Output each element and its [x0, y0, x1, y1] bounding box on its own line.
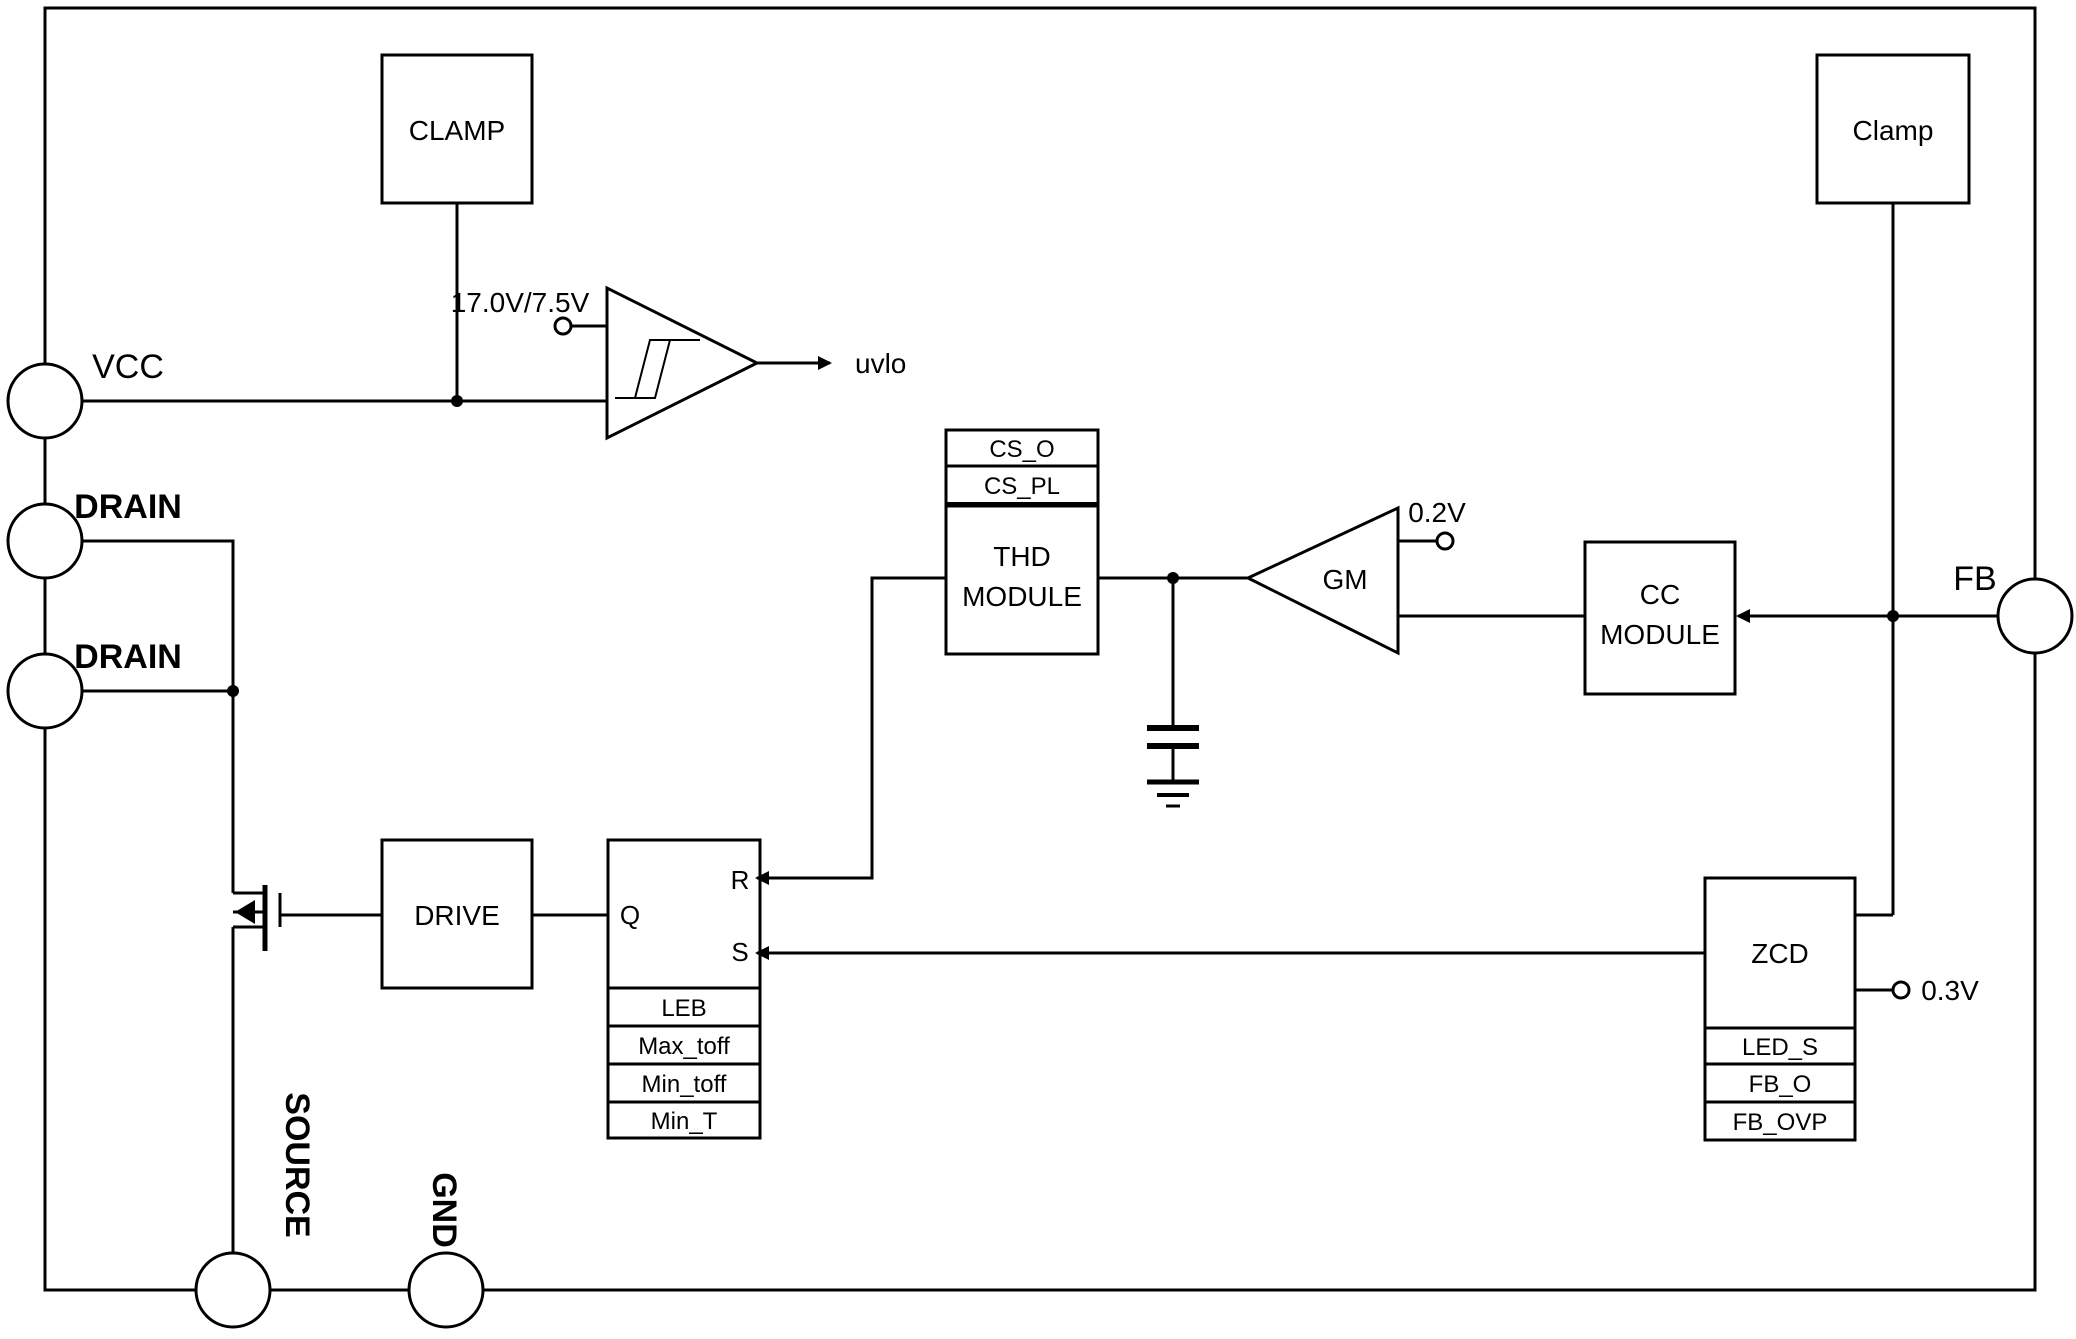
- latch-label-row-4: [606, 1100, 762, 1140]
- latch-label-row-1: [606, 986, 762, 1028]
- zcd-label-fb-o: FB_O: [1749, 1071, 1812, 1098]
- drive-label: DRIVE: [414, 900, 500, 931]
- thd-module-block: [944, 504, 1100, 656]
- power-mosfet: [233, 885, 282, 951]
- fb-pin-label: FB: [1953, 560, 1996, 598]
- latch-label-max-toff: Max_toff: [638, 1033, 730, 1060]
- ground-icon: [1147, 779, 1199, 808]
- clamp-left-label: CLAMP: [409, 115, 505, 146]
- uvlo-comparator: [605, 285, 761, 441]
- zcd-label: ZCD: [1751, 938, 1809, 969]
- latch-r-label: R: [731, 865, 750, 895]
- thd-label-line1: THD: [993, 541, 1051, 572]
- hysteresis-icon: [615, 339, 700, 399]
- gnd-pin-label: GND: [425, 1172, 463, 1248]
- clamp-right-label: Clamp: [1853, 115, 1934, 146]
- vcc-pin: [6, 362, 84, 440]
- zcd-label-row-3: [1703, 1100, 1857, 1142]
- zcd-label-fb-ovp: FB_OVP: [1733, 1109, 1828, 1136]
- drain-junction-dot: [227, 685, 239, 697]
- zcd-ref-label: 0.3V: [1921, 975, 1979, 1006]
- thd-label-cs-pl: CS_PL: [984, 473, 1060, 500]
- fb-pin: [1996, 577, 2074, 655]
- cc-module-block: [1583, 540, 1737, 696]
- thd-to-latch-r-wire: [755, 576, 946, 885]
- drive-block: [380, 838, 534, 990]
- clamp-right-block: [1815, 53, 1971, 205]
- zcd-label-led-s: LED_S: [1742, 1034, 1818, 1061]
- drain-pin-1-label: DRAIN: [74, 488, 182, 526]
- thd-label-cs-o: CS_O: [989, 436, 1054, 463]
- thd-label-line2: MODULE: [962, 581, 1082, 612]
- cc-label-line1: CC: [1640, 579, 1680, 610]
- gm-ref-label: 0.2V: [1408, 497, 1466, 528]
- drain-pin-1: [6, 502, 84, 580]
- filter-capacitor: [1147, 725, 1199, 780]
- uvlo-threshold-node: [553, 316, 573, 336]
- latch-s-label: S: [731, 937, 748, 967]
- source-pin-label: SOURCE: [278, 1092, 316, 1237]
- drain-pin-2: [6, 652, 84, 730]
- gnd-pin: [407, 1251, 485, 1329]
- gm-label: GM: [1322, 564, 1367, 595]
- latch-label-row-3: [606, 1062, 762, 1104]
- latch-label-leb: LEB: [661, 995, 706, 1022]
- fb-junction-dot: [1887, 610, 1899, 622]
- vcc-pin-label: VCC: [92, 348, 164, 386]
- source-pin: [194, 1251, 272, 1329]
- zcd-label-row-2: [1703, 1062, 1857, 1104]
- zcd-ref-node: [1891, 980, 1911, 1000]
- latch-label-min-t: Min_T: [651, 1108, 718, 1135]
- drain-1-wire: [82, 539, 235, 893]
- latch-q-label: Q: [620, 900, 640, 930]
- drain-pin-2-label: DRAIN: [74, 638, 182, 676]
- gm-amplifier: [1244, 505, 1400, 656]
- gm-ref-node: [1435, 531, 1455, 551]
- uvlo-label: uvlo: [855, 348, 906, 379]
- latch-label-min-toff: Min_toff: [642, 1071, 727, 1098]
- vcc-junction-dot: [451, 395, 463, 407]
- cc-label-line2: MODULE: [1600, 619, 1720, 650]
- zcd-block: [1703, 876, 1857, 1030]
- uvlo-threshold-label: 17.0V/7.5V: [451, 287, 590, 318]
